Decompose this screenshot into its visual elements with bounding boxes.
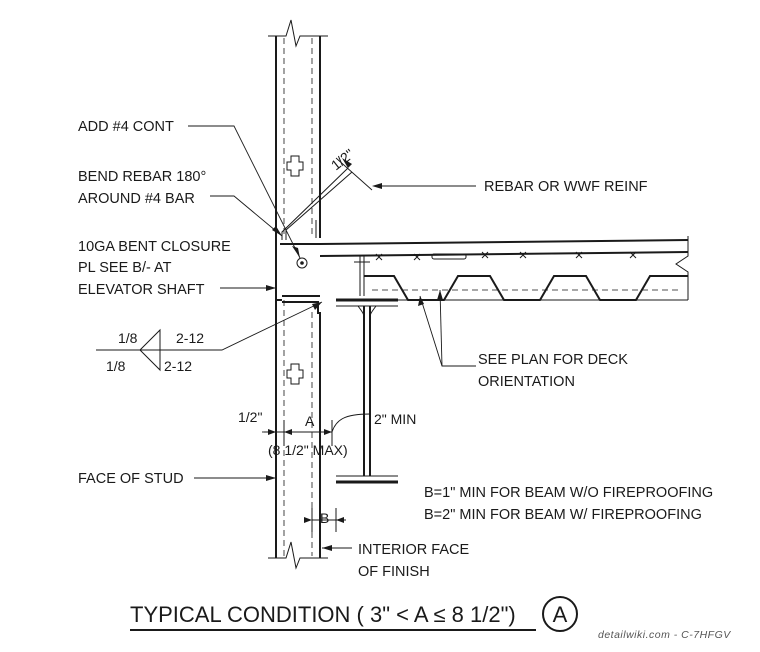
cell-symbol-upper — [286, 155, 304, 177]
label-closure-1: 10GA BENT CLOSURE — [78, 239, 231, 255]
dim-a: A — [305, 413, 315, 429]
dimension-text: 1/2" A (8 1/2" MAX) 2" MIN B — [238, 409, 416, 526]
leaders — [96, 125, 476, 551]
label-half-inch-rebar: 1/2" — [328, 146, 357, 174]
label-closure-3: ELEVATOR SHAFT — [78, 282, 205, 298]
weld-symbol-text: 1/8 2-12 1/8 2-12 — [106, 330, 204, 374]
label-deck-2: ORIENTATION — [478, 374, 575, 390]
cell-symbol-lower — [286, 363, 304, 385]
weld-size-top: 1/8 — [118, 330, 138, 346]
note-b-without-fireproofing: B=1" MIN FOR BEAM W/O FIREPROOFING — [424, 485, 713, 501]
label-face-of-stud: FACE OF STUD — [78, 471, 184, 487]
label-closure-2: PL SEE B/- AT — [78, 260, 172, 276]
wall — [268, 19, 328, 570]
cont-bar — [296, 257, 308, 269]
note-b-with-fireproofing: B=2" MIN FOR BEAM W/ FIREPROOFING — [424, 507, 702, 523]
wall-bottom-break — [268, 541, 328, 570]
steel-beam — [336, 298, 398, 484]
wall-top-break — [268, 19, 328, 48]
label-bend-1: BEND REBAR 180° — [78, 169, 206, 185]
detail-marker-letter: A — [553, 602, 568, 627]
dim-two-min: 2" MIN — [374, 411, 416, 427]
label-deck-1: SEE PLAN FOR DECK — [478, 352, 628, 368]
metal-deck — [364, 275, 688, 301]
dimensions — [262, 413, 371, 532]
dim-half-inch: 1/2" — [238, 409, 262, 425]
bent-rebar — [281, 157, 373, 240]
label-interior-2: OF FINISH — [358, 564, 430, 580]
weld-length-top: 2-12 — [176, 330, 204, 346]
label-interior-1: INTERIOR FACE — [358, 542, 470, 558]
label-bend-2: AROUND #4 BAR — [78, 191, 195, 207]
weld-size-bottom: 1/8 — [106, 358, 126, 374]
label-rebar-wwf: REBAR OR WWF REINF — [484, 179, 648, 195]
callouts: ADD #4 CONT BEND REBAR 180° AROUND #4 BA… — [78, 119, 713, 580]
detail-marker-circle — [542, 596, 578, 632]
dim-a-max: (8 1/2" MAX) — [268, 442, 348, 458]
slab — [319, 236, 689, 301]
weld-length-bottom: 2-12 — [164, 358, 192, 374]
label-add-cont: ADD #4 CONT — [78, 119, 174, 135]
dim-b: B — [320, 510, 329, 526]
closure-plate — [275, 238, 320, 314]
title-block: TYPICAL CONDITION ( 3" < A ≤ 8 1/2") A — [130, 596, 578, 632]
watermark: detailwiki.com - C-7HFGV — [598, 629, 731, 641]
drawing-title: TYPICAL CONDITION ( 3" < A ≤ 8 1/2") — [130, 602, 516, 627]
